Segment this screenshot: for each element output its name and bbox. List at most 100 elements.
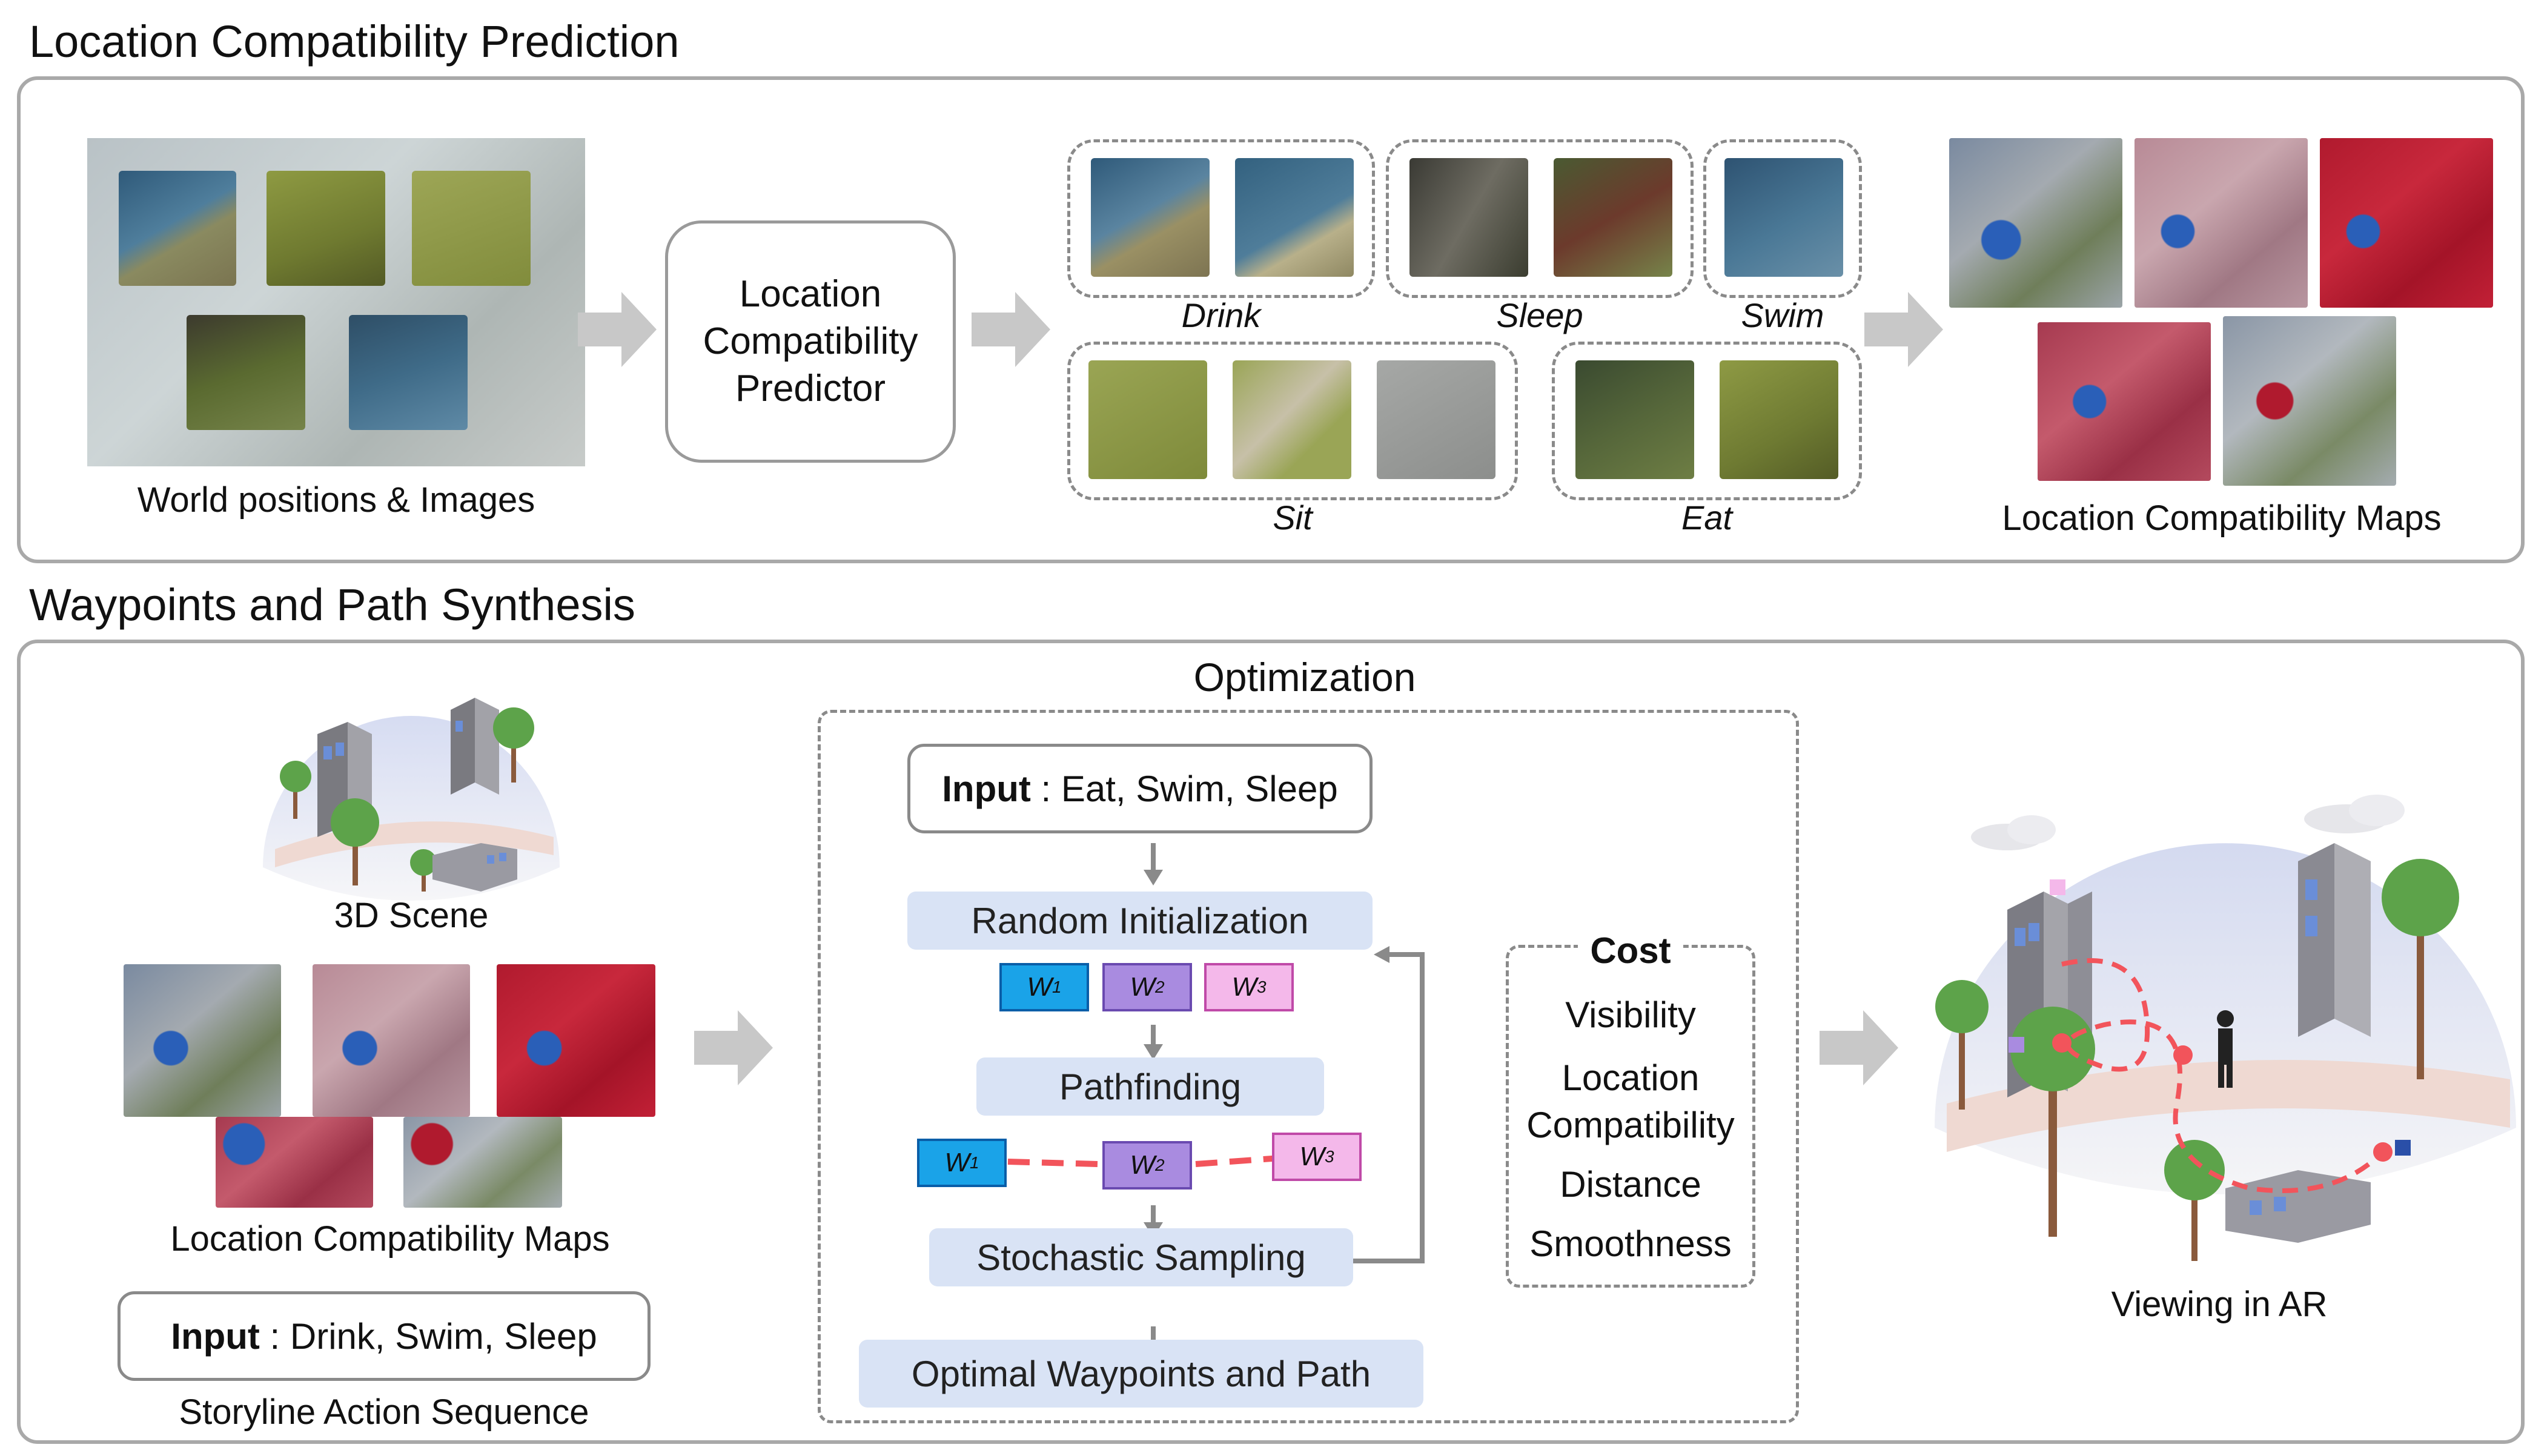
tree-icon xyxy=(2164,1140,2225,1261)
tree-icon xyxy=(280,761,311,819)
waypoint-marker-icon xyxy=(2052,1033,2072,1053)
pathfinding-step: Pathfinding xyxy=(976,1057,1324,1116)
compat-map-5 xyxy=(2223,316,2396,486)
scene-caption: 3D Scene xyxy=(334,896,489,935)
group-label-drink: Drink xyxy=(1181,296,1261,334)
building-icon xyxy=(2298,843,2371,1037)
drink-thumb-2 xyxy=(1235,158,1354,277)
predictor-label-3: Predictor xyxy=(735,368,886,409)
waypoint-cube-icon xyxy=(2395,1140,2411,1156)
input-actions: : Drink, Swim, Sleep xyxy=(259,1315,597,1357)
cost-title-text: Cost xyxy=(1578,930,1683,971)
storyline-caption: Storyline Action Sequence xyxy=(179,1392,589,1432)
tree-icon xyxy=(1935,980,1989,1110)
arrow-right-icon xyxy=(578,292,657,367)
cost-title: Cost xyxy=(1509,930,1752,971)
group-label-eat: Eat xyxy=(1681,498,1733,537)
sit-thumb-1 xyxy=(1088,360,1207,479)
compat-map-e xyxy=(403,1117,562,1208)
group-eat xyxy=(1552,342,1862,500)
optimization-title: Optimization xyxy=(1193,655,1416,700)
drink-thumb-1 xyxy=(1091,158,1210,277)
waypoint-w3-path-label: W xyxy=(1299,1142,1325,1171)
waypoint-cube-icon xyxy=(2009,1037,2024,1053)
sit-thumb-3 xyxy=(1377,360,1495,479)
opt-input-bold: Input xyxy=(942,768,1031,809)
world-thumb-tree xyxy=(267,171,385,286)
waypoint-w2-path-sub: 2 xyxy=(1154,1156,1165,1174)
arrow-right-icon xyxy=(1820,1010,1898,1085)
arrow-right-icon xyxy=(694,1010,773,1085)
compat-map-b xyxy=(313,964,470,1117)
section-title-waypoints: Waypoints and Path Synthesis xyxy=(29,580,635,630)
arrow-right-icon xyxy=(972,292,1050,367)
waypoint-w1-path-sub: 1 xyxy=(969,1153,979,1172)
waypoint-w3-path-sub: 3 xyxy=(1324,1147,1334,1166)
group-sit xyxy=(1067,342,1518,500)
world-caption: World positions & Images xyxy=(137,480,535,520)
cloud-icon xyxy=(1971,815,2056,850)
tree-icon xyxy=(410,849,437,892)
waypoint-w1-sub: 1 xyxy=(1052,978,1062,996)
swim-thumb xyxy=(1724,158,1843,277)
eat-thumb-2 xyxy=(1720,360,1838,479)
cost-smoothness: Smoothness xyxy=(1529,1223,1732,1264)
scene-3d-illustration xyxy=(263,698,560,901)
compat-map-3 xyxy=(2320,138,2493,308)
section-title-location-compat: Location Compatibility Prediction xyxy=(29,16,680,67)
world-satellite-image xyxy=(87,138,585,466)
tree-icon xyxy=(2010,1007,2095,1237)
sleep-thumb-1 xyxy=(1409,158,1528,277)
maps-caption-2: Location Compatibility Maps xyxy=(170,1219,610,1259)
optimal-waypoints-step: Optimal Waypoints and Path xyxy=(859,1340,1423,1408)
cloud-icon xyxy=(2304,795,2405,833)
ar-caption: Viewing in AR xyxy=(2111,1285,2328,1324)
building-icon xyxy=(451,698,499,795)
compat-map-4 xyxy=(2038,322,2211,481)
cost-compatibility: Compatibility xyxy=(1526,1105,1735,1145)
world-thumb-water xyxy=(119,171,236,286)
waypoint-w2-path-label: W xyxy=(1130,1150,1155,1180)
group-sleep xyxy=(1386,139,1694,298)
sleep-thumb-2 xyxy=(1554,158,1672,277)
cost-distance: Distance xyxy=(1560,1164,1701,1205)
maps-caption: Location Compatibility Maps xyxy=(2002,498,2442,538)
compat-map-2 xyxy=(2135,138,2308,308)
cost-location: Location xyxy=(1562,1057,1700,1098)
waypoint-marker-icon xyxy=(2373,1142,2393,1162)
waypoint-cube-icon xyxy=(2050,879,2065,895)
world-thumb-path xyxy=(187,315,305,430)
compat-map-d xyxy=(216,1117,373,1208)
world-thumb-grass xyxy=(412,171,531,286)
group-swim xyxy=(1703,139,1862,298)
person-icon xyxy=(2217,1010,2234,1088)
predictor-label-2: Compatibility xyxy=(703,320,918,362)
world-thumb-lake xyxy=(349,315,468,430)
cost-visibility: Visibility xyxy=(1565,994,1696,1035)
tree-icon xyxy=(2382,859,2459,1079)
arrow-right-icon xyxy=(1864,292,1943,367)
building-icon xyxy=(432,843,517,892)
waypoint-w2-sub: 2 xyxy=(1154,978,1165,996)
panel-waypoints: 3D Scene Location Compatibility Maps Inp… xyxy=(17,640,2525,1444)
waypoint-w3-sub: 3 xyxy=(1256,978,1267,996)
tree-icon xyxy=(331,798,379,885)
path-dashes xyxy=(1007,1155,1281,1167)
group-label-swim: Swim xyxy=(1741,296,1824,334)
opt-input-actions: : Eat, Swim, Sleep xyxy=(1030,768,1338,809)
compat-map-1 xyxy=(1949,138,2122,308)
group-label-sleep: Sleep xyxy=(1496,296,1583,334)
waypoint-w2-label: W xyxy=(1130,972,1155,1002)
panel-location-compat: World positions & Images Location Compat… xyxy=(17,76,2525,563)
tree-icon xyxy=(493,707,534,783)
waypoint-w3-label: W xyxy=(1231,972,1257,1002)
group-drink xyxy=(1067,139,1375,298)
compat-map-a xyxy=(124,964,281,1117)
eat-thumb-1 xyxy=(1575,360,1694,479)
stochastic-sampling-step: Stochastic Sampling xyxy=(929,1228,1353,1286)
